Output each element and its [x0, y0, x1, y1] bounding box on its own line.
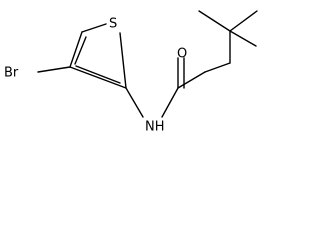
bond-carbonyl-ester-o: [177, 71, 206, 89]
atom-s-label: S: [109, 17, 117, 32]
bond-c3-c4: [69, 31, 83, 68]
bond-n-carbonyl: [161, 87, 179, 118]
bond-tbutyl-c3: [229, 10, 258, 32]
bond-c2-c5-double: [75, 65, 121, 84]
atom-br-label: Br: [4, 66, 19, 81]
bond-s-c2: [119, 32, 127, 89]
bond-c4-br: [37, 66, 71, 73]
atom-nh-label: NH: [145, 120, 165, 135]
bond-tbutyl-c4: [229, 30, 257, 47]
atom-o-label: O: [177, 47, 187, 62]
bond-c2-c5: [69, 66, 127, 89]
bond-c3-c4-double: [74, 36, 87, 65]
bond-tbutyl-c2: [198, 10, 231, 32]
bond-c3-s: [81, 23, 107, 33]
bond-ester-o-tbutyl: [204, 62, 231, 73]
chemical-structure: Br S O NH: [4, 10, 258, 135]
structure-canvas: Br S O NH: [0, 0, 259, 137]
bond-c2-n: [125, 87, 144, 118]
